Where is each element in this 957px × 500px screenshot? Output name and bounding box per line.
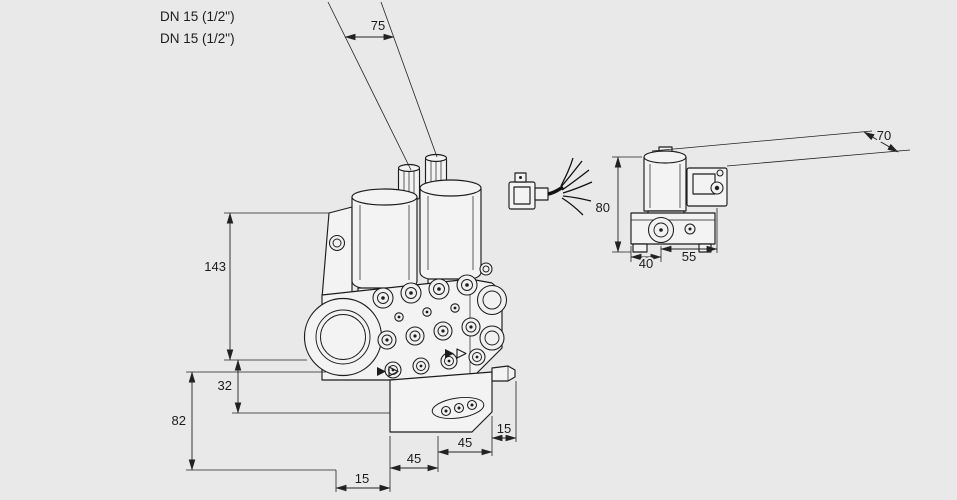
dn-label-1: DN 15 (1/2") [160,9,235,24]
dim-80-label: 80 [596,200,610,215]
dim-45-bottom-right: 45 [437,416,493,456]
dim-82-label: 82 [172,413,186,428]
dim-40-label: 40 [639,256,653,271]
connection-size-labels: DN 15 (1/2") DN 15 (1/2") [158,7,237,48]
dim-82: 82 [170,371,336,471]
test-nipple [491,365,516,382]
dim-75-label: 75 [371,18,385,33]
cable-plug-detail [508,157,593,216]
dn-label-2: DN 15 (1/2") [160,31,235,46]
dim-45-bottom-right-label: 45 [458,435,472,450]
side-view-drawing [630,146,728,253]
side-terminal-box [686,167,728,207]
dimensions-side: 70 80 40 55 [594,126,911,273]
dim-45-bottom-left-label: 45 [407,451,421,466]
side-body [630,212,716,253]
dim-80: 80 [594,156,642,253]
dim-32-label: 32 [218,378,232,393]
flow-direction-arrows [377,348,467,377]
actuator-base [389,365,516,433]
dim-55-label: 55 [682,249,696,264]
dim-15-bottom-right-label: 15 [497,421,511,436]
dim-143: 143 [202,212,329,361]
din-plug [508,181,536,210]
dim-143-label: 143 [204,259,226,274]
dim-32: 32 [216,359,390,414]
dimensions-front: 75 143 32 82 15 45 [170,1,517,492]
dim-70-label: 70 [877,128,891,143]
dim-55: 55 [660,208,718,266]
dim-15-bottom-left-label: 15 [355,471,369,486]
pipe-flange [303,297,383,377]
dim-40: 40 [630,246,662,273]
cable-wires [547,157,593,216]
solenoid-coil-left [351,163,421,298]
dim-15-bottom-left: 15 [335,436,391,492]
valve-body [303,262,508,381]
side-coil [643,146,687,219]
front-view-drawing [303,153,516,433]
solenoid-coil-right [419,153,482,289]
dim-75: 75 [327,1,438,171]
dim-70: 70 [651,126,911,167]
cable-gland [534,187,549,201]
dim-15-bottom-right: 15 [491,381,517,442]
